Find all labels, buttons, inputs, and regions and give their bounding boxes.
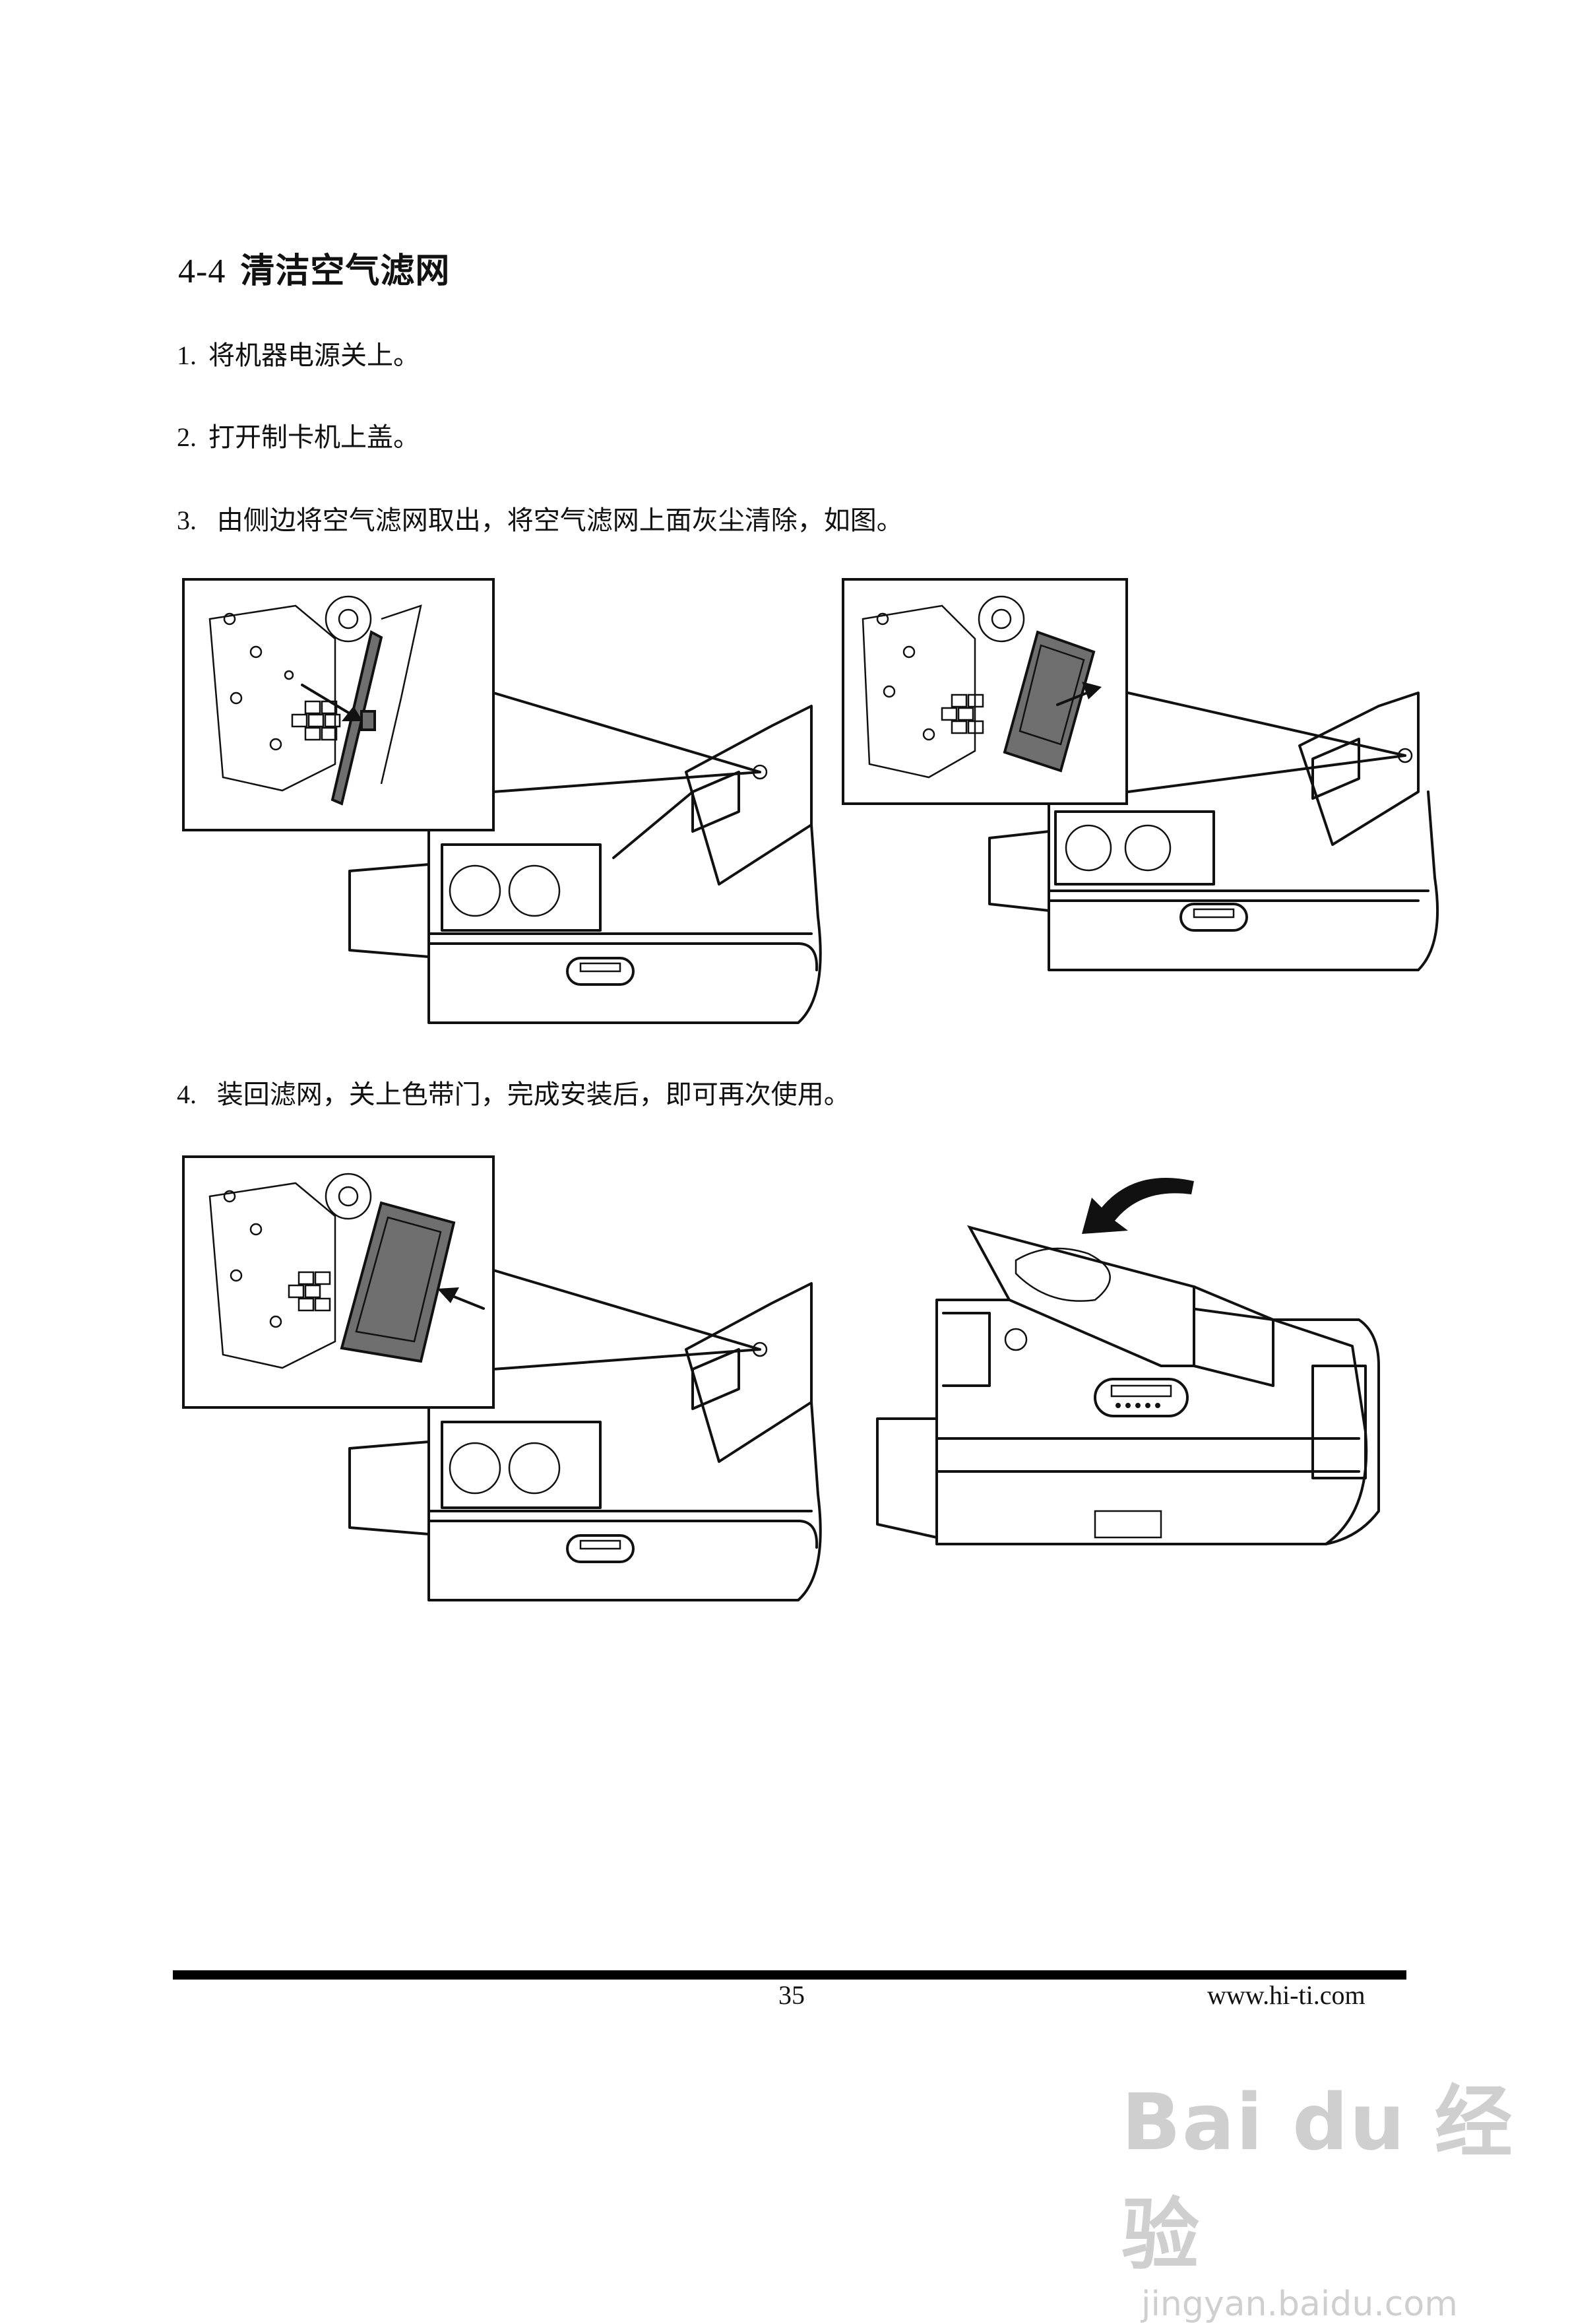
section-title: 清洁空气滤网: [240, 251, 451, 291]
section-heading: 4-4 清洁空气滤网: [178, 243, 450, 292]
watermark: Bai du 经验 jingyan.baidu.com: [1121, 2059, 1570, 2324]
printer-open-zoom-arrow-icon: [182, 578, 822, 1024]
step-1: 1.将机器电源关上。: [177, 340, 420, 371]
watermark-brand: Bai du 经验: [1121, 2077, 1514, 2280]
step-3: 3. 由侧边将空气滤网取出，将空气滤网上面灰尘清除，如图。: [177, 505, 903, 536]
page-number: 35: [778, 1980, 805, 2010]
printer-open-zoom-filter-out-icon: [842, 578, 1439, 971]
manual-page: 4-4 清洁空气滤网 1.将机器电源关上。 2.打开制卡机上盖。 3. 由侧边将空…: [173, 243, 1513, 2324]
footer-rule: [173, 1970, 1406, 1980]
website-link[interactable]: www.hi-ti.com: [1207, 1980, 1366, 2010]
watermark-url: jingyan.baidu.com: [1141, 2284, 1458, 2324]
step-4: 4. 装回滤网，关上色带门，完成安装后，即可再次使用。: [177, 1080, 850, 1110]
printer-open-zoom-filter-in-icon: [182, 1155, 822, 1601]
step-2: 2.打开制卡机上盖。: [177, 422, 420, 453]
section-number: 4-4: [178, 253, 226, 290]
printer-cover-close-arrow-icon: [876, 1178, 1380, 1545]
